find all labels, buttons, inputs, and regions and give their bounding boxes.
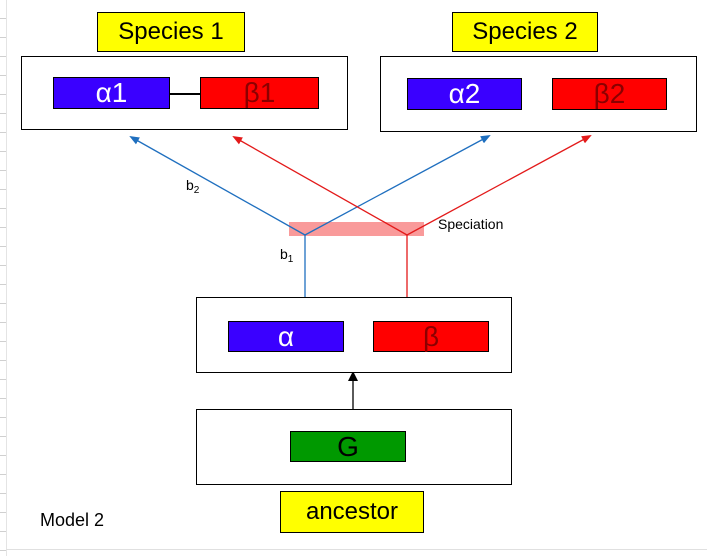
species1-alpha-gene: α1 bbox=[53, 77, 170, 109]
species2-alpha-gene: α2 bbox=[407, 78, 522, 110]
alpha1-beta1-link bbox=[169, 93, 200, 95]
branch-b1-label: b1 bbox=[280, 246, 294, 265]
species2-label: Species 2 bbox=[452, 12, 598, 52]
ancestor-label: ancestor bbox=[280, 491, 424, 533]
ancestral-g-gene: G bbox=[290, 431, 406, 462]
speciation-label: Speciation bbox=[438, 216, 504, 232]
species1-box: α1 β1 bbox=[21, 56, 348, 130]
species2-box: α2 β2 bbox=[380, 56, 697, 132]
ancestor-arrow-head bbox=[348, 371, 358, 381]
model-label: Model 2 bbox=[40, 510, 105, 530]
species1-beta-gene: β1 bbox=[200, 77, 319, 109]
ancestral-beta-gene: β bbox=[373, 321, 489, 352]
alpha1-branch-line bbox=[129, 136, 306, 236]
beta1-branch-line bbox=[232, 136, 408, 236]
spreadsheet-gridline bbox=[6, 549, 707, 550]
alpha2-branch-line bbox=[304, 135, 491, 236]
species2-beta-gene: β2 bbox=[552, 78, 667, 110]
ancestor-box: G bbox=[196, 409, 512, 485]
species1-label: Species 1 bbox=[97, 12, 245, 52]
branch-b2-label: b2 bbox=[186, 177, 200, 196]
ancestral-alpha-gene: α bbox=[228, 321, 344, 352]
beta2-branch-line bbox=[406, 135, 592, 236]
spreadsheet-gutter bbox=[0, 0, 7, 556]
duplicated-ancestor-box: α β bbox=[196, 297, 512, 373]
